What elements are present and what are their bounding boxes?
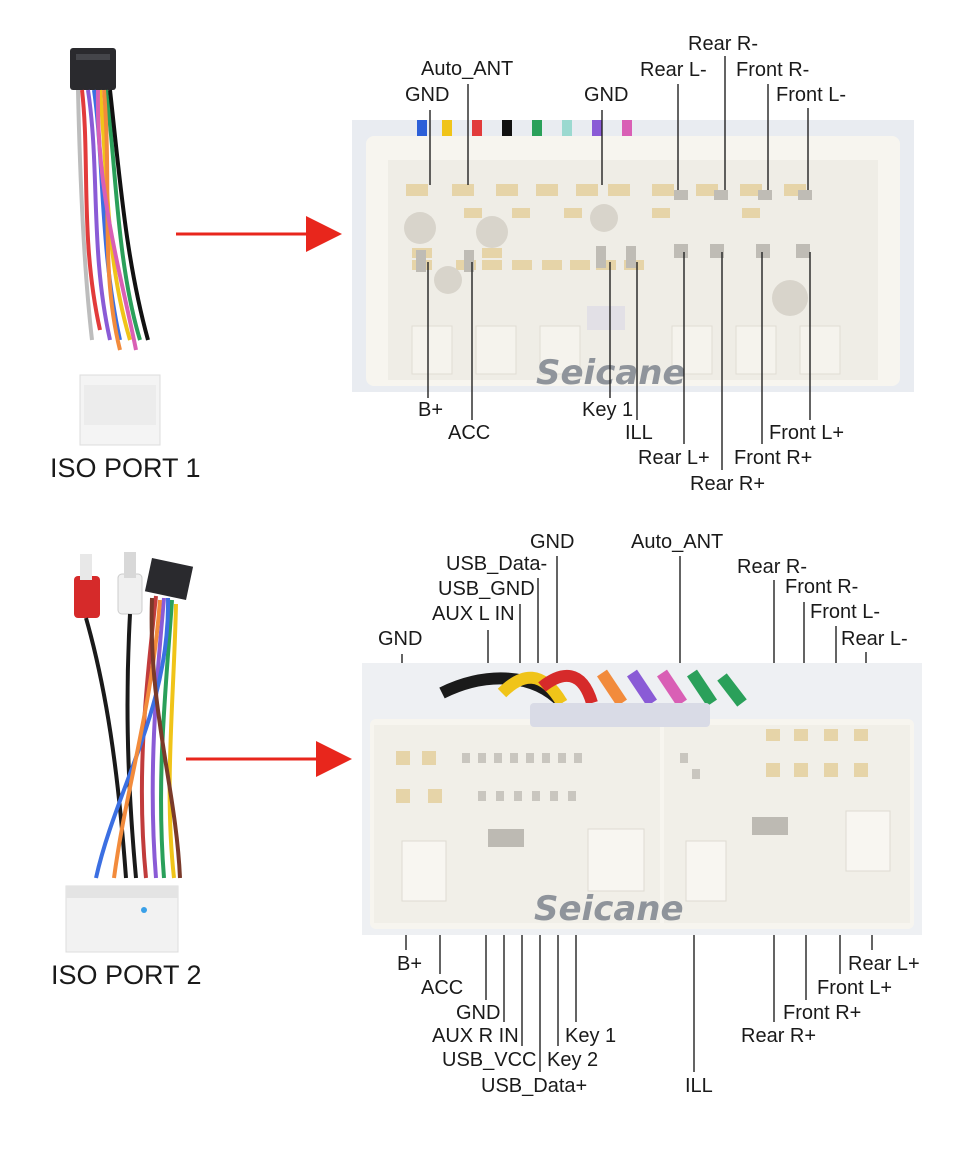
- p2-label-gnd-top: GND: [530, 531, 575, 553]
- p1-label-rear-l-plus: Rear L+: [638, 447, 710, 469]
- p2-label-gnd-left: GND: [378, 628, 423, 650]
- p2-label-rear-r-plus: Rear R+: [741, 1025, 817, 1047]
- p2-label-rear-l-plus: Rear L+: [848, 953, 920, 975]
- p1-label-auto-ant: Auto_ANT: [421, 58, 514, 80]
- p2-label-usb-vcc: USB_VCC: [442, 1049, 537, 1071]
- harness-photo-port2: [65, 552, 194, 953]
- p2-label-usb-data-minus: USB_Data-: [446, 553, 548, 575]
- connector-photo-port1: Seicane: [352, 120, 914, 392]
- p2-label-rear-l-minus: Rear L-: [841, 628, 908, 650]
- p2-label-key2: Key 2: [547, 1049, 599, 1071]
- connector-photo-port2: Seicane: [362, 663, 922, 935]
- p1-label-rear-r-plus: Rear R+: [690, 473, 766, 495]
- p1-label-gnd-a: GND: [405, 84, 450, 106]
- p2-label-acc: ACC: [421, 977, 464, 999]
- p1-label-front-r-minus: Front R-: [736, 59, 810, 81]
- p2-label-key1: Key 1: [565, 1025, 617, 1047]
- p2-label-ill: ILL: [685, 1075, 713, 1097]
- port2-title: ISO PORT 2: [51, 960, 202, 990]
- p1-label-front-l-plus: Front L+: [769, 422, 845, 444]
- port2-watermark: Seicane: [534, 889, 684, 929]
- p2-label-front-l-minus: Front L-: [810, 601, 881, 623]
- p2-label-gnd: GND: [456, 1002, 501, 1024]
- p2-label-front-r-minus: Front R-: [785, 576, 859, 598]
- p1-label-rear-l-minus: Rear L-: [640, 59, 707, 81]
- p2-label-aux-r-in: AUX R IN: [432, 1025, 519, 1047]
- p1-label-acc: ACC: [448, 422, 491, 444]
- p1-label-b-plus: B+: [418, 399, 444, 421]
- p1-label-front-r-plus: Front R+: [734, 447, 813, 469]
- p1-label-ill: ILL: [625, 422, 653, 444]
- p1-label-gnd-b: GND: [584, 84, 629, 106]
- harness-photo-port1: [70, 48, 161, 446]
- p2-label-usb-data-plus: USB_Data+: [481, 1075, 588, 1097]
- p1-label-front-l-minus: Front L-: [776, 84, 847, 106]
- p2-label-front-l-plus: Front L+: [817, 977, 893, 999]
- p2-label-rear-r-minus: Rear R-: [737, 556, 808, 578]
- p2-label-aux-l-in: AUX L IN: [432, 603, 515, 625]
- p1-label-rear-r-minus: Rear R-: [688, 33, 759, 55]
- p2-label-auto-ant: Auto_ANT: [631, 531, 724, 553]
- port1-title: ISO PORT 1: [50, 453, 201, 483]
- port1-watermark: Seicane: [536, 353, 686, 392]
- p2-label-b-plus: B+: [397, 953, 423, 975]
- p1-label-key1: Key 1: [582, 399, 634, 421]
- p2-label-usb-gnd: USB_GND: [438, 578, 535, 600]
- p2-label-front-r-plus: Front R+: [783, 1002, 862, 1024]
